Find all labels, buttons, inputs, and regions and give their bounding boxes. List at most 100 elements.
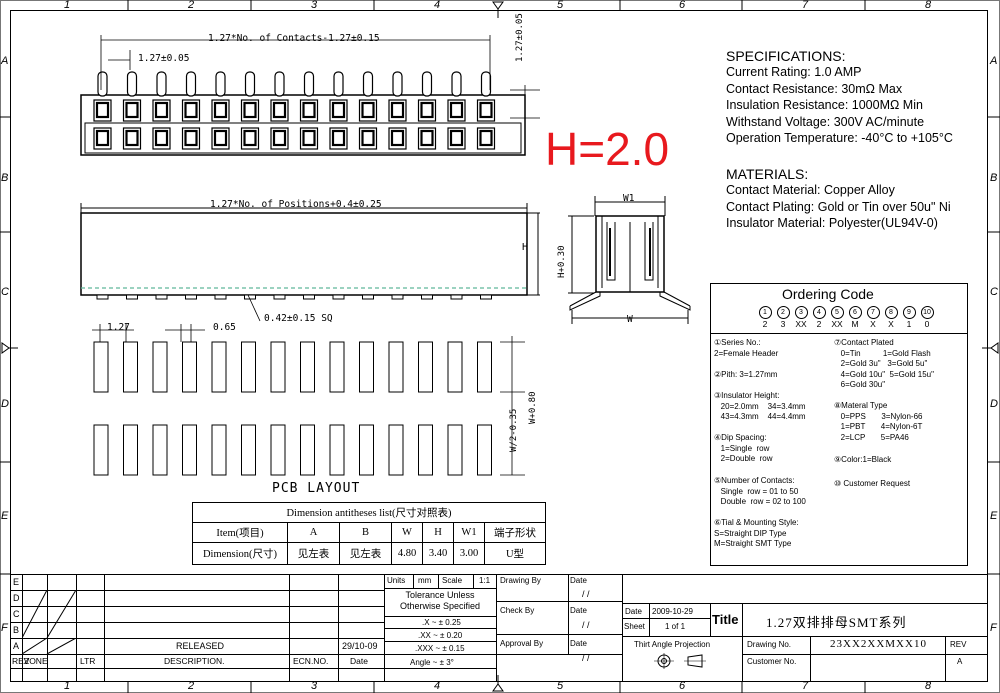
- spec-line: Contact Resistance: 30mΩ Max: [726, 81, 903, 96]
- ordering-left-column: ①Series No.: 2=Female Header ②Pith: 3=1.…: [714, 338, 834, 550]
- tolerance-line: Angle ~ ± 3°: [410, 658, 454, 667]
- ecn-col-header: ECN.NO.: [293, 656, 329, 666]
- row-letter: E: [990, 510, 998, 522]
- released-label: RELEASED: [176, 641, 225, 651]
- ordering-code-char: XX: [831, 319, 843, 329]
- ordering-code-char: 2: [762, 319, 768, 329]
- square-pin-label: 0.42±0.15 SQ: [264, 313, 333, 324]
- ordering-mounting: ⑥Tial & Mounting Style:S=Straight DIP Ty…: [714, 518, 834, 550]
- ordering-line: ⑤Number of Contacts:: [714, 476, 795, 485]
- pcb-pad: [359, 341, 374, 393]
- ordering-contacts: ⑤Number of Contacts: Single row = 01 to …: [714, 476, 834, 518]
- ordering-line: ⑧Materal Type: [834, 401, 888, 410]
- col-number: 8: [925, 0, 932, 11]
- specifications-block: SPECIFICATIONS: Current Rating: 1.0 AMP …: [726, 48, 953, 147]
- ordering-line: 1=Single row: [714, 443, 770, 453]
- contact-hole: [361, 101, 375, 119]
- dim-value-cell: 见左表: [287, 542, 340, 565]
- side-dimension-label: 1.27*No. of Positions+0.4±0.25: [210, 199, 382, 210]
- col-number: 4: [434, 0, 441, 11]
- dim-value-cell: U型: [484, 542, 546, 565]
- pcb-pad: [477, 341, 492, 393]
- dim-value-cell: 3.00: [453, 542, 485, 565]
- pcb-pad: [388, 341, 404, 393]
- ordering-line: ④Dip Spacing:: [714, 433, 767, 442]
- ordering-code-char: M: [851, 319, 859, 329]
- contact-hole: [390, 101, 405, 119]
- side-h-label: H+0.30: [557, 245, 567, 278]
- pcb-w2-label: W/2-0.35: [509, 408, 519, 452]
- row-letter: B: [990, 172, 998, 184]
- contact-pin: [451, 71, 462, 97]
- ordering-line: ⑩ Customer Request: [834, 479, 911, 488]
- rev-label: REV: [950, 640, 967, 649]
- ordering-dip: ④Dip Spacing: 1=Single row 2=Double row: [714, 433, 834, 476]
- contact-pin: [185, 71, 197, 97]
- units-label: Units: [387, 576, 406, 585]
- rev-col-header: REV: [12, 656, 30, 666]
- projection-symbol-icon: [654, 653, 706, 669]
- contact-pin: [480, 71, 492, 97]
- ordering-code-char: 3: [780, 319, 786, 329]
- drawing-no-value: 23XX2XXMXX10: [830, 638, 927, 650]
- ltr-col-header: LTR: [80, 656, 96, 666]
- tail-pin: [480, 294, 492, 300]
- dim-header-cell: 端子形状: [484, 522, 546, 543]
- check-by-label: Check By: [500, 606, 535, 615]
- drawing-by-date-label: Date: [570, 576, 587, 585]
- specifications-heading: SPECIFICATIONS:: [726, 48, 846, 64]
- tail-pin: [185, 294, 197, 300]
- contact-hole: [420, 129, 434, 147]
- pcb-layout-title: PCB LAYOUT: [272, 481, 361, 496]
- col-number: 7: [802, 680, 809, 692]
- top-view-drawing: [80, 35, 540, 156]
- ordering-pitch: ②Pith: 3=1.27mm: [714, 370, 834, 391]
- ordering-line: ⑥Tial & Mounting Style:: [714, 518, 799, 527]
- drawing-no-label: Drawing No.: [747, 640, 792, 649]
- date-value: 2009-10-29: [652, 607, 693, 616]
- dim-header-cell: H: [422, 522, 454, 543]
- pcb-pad: [359, 424, 374, 476]
- check-by-date-label: Date: [570, 606, 587, 615]
- contact-hole: [272, 101, 287, 119]
- material-line: Contact Plating: Gold or Tin over 50u" N…: [726, 199, 951, 214]
- tail-pin: [421, 294, 433, 300]
- materials-block: MATERIALS: Contact Material: Copper Allo…: [726, 166, 951, 232]
- rev-letter: A: [13, 641, 20, 651]
- tail-pin: [450, 294, 463, 300]
- ordering-line: ②Pith: 3=1.27mm: [714, 370, 778, 379]
- approval-by-date-label: Date: [570, 639, 587, 648]
- ordering-line: S=Straight DIP Type: [714, 528, 787, 538]
- check-by-date: / /: [582, 620, 590, 630]
- col-number: 2: [188, 0, 195, 11]
- materials-heading: MATERIALS:: [726, 166, 809, 182]
- dim-header-cell: W: [391, 522, 423, 543]
- ordering-line: ③Insulator Height:: [714, 391, 780, 400]
- pcb-pad: [211, 424, 227, 476]
- contact-pin: [303, 71, 315, 97]
- pcb-pad: [241, 424, 256, 476]
- drawing-by-date: / /: [582, 589, 590, 599]
- ordering-line: 2=Female Header: [714, 348, 779, 358]
- ordering-divider: [710, 333, 968, 334]
- col-number: 3: [311, 0, 318, 11]
- ordering-circle-number: 7: [866, 306, 880, 319]
- ordering-code-char: 0: [924, 319, 930, 329]
- contact-hole: [479, 129, 493, 147]
- ordering-circle-number: 9: [902, 306, 916, 319]
- approval-by-label: Approval By: [500, 639, 544, 648]
- projection-label: Thirt Angle Projection: [634, 640, 711, 649]
- sheet-value: 1 of 1: [665, 622, 686, 631]
- spec-line: Withstand Voltage: 300V AC/minute: [726, 114, 925, 129]
- pcb-pad: [93, 341, 109, 393]
- contact-hole: [390, 129, 405, 147]
- pcb-pad-label: 0.65: [213, 322, 236, 333]
- dim-header-cell: B: [339, 522, 392, 543]
- tolerance-line: .XXX ~ ± 0.15: [415, 644, 465, 653]
- pcb-pad: [300, 424, 315, 476]
- contact-hole: [243, 129, 257, 147]
- col-number: 6: [679, 680, 686, 692]
